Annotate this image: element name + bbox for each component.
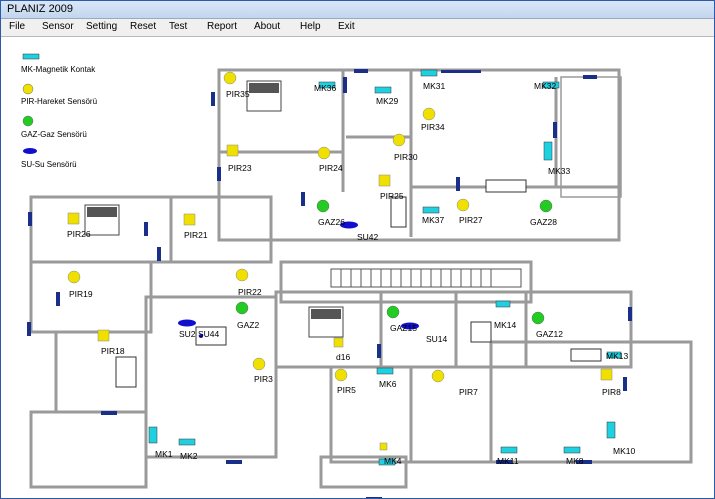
label-gaz15: GAZ15: [390, 323, 417, 333]
menu-sensor[interactable]: Sensor: [42, 21, 74, 32]
furniture: [84, 80, 602, 388]
label-d16: d16: [336, 352, 350, 362]
legend-pir-label: PIR-Hareket Sensörü: [21, 97, 98, 106]
label-gaz12: GAZ12: [536, 329, 563, 339]
legend-gaz-label: GAZ-Gaz Sensörü: [21, 130, 87, 139]
label-su14: SU14: [426, 334, 448, 344]
menu-setting[interactable]: Setting: [86, 21, 118, 32]
legend-su-icon: [23, 148, 37, 154]
gaz-sensor-marks: [235, 199, 553, 325]
label-gaz26: GAZ26: [318, 217, 345, 227]
label-pir19: PIR19: [69, 289, 93, 299]
label-pir26: PIR26: [67, 229, 91, 239]
pir-sensor-marks: [67, 71, 613, 451]
label-pir24: PIR24: [319, 163, 343, 173]
label-pir30: PIR30: [394, 152, 418, 162]
menu-test[interactable]: Test: [169, 21, 188, 32]
floor-plan: MK1 MK2 MK4 MK6 MK8 MK10 MK11 MK13 MK14 …: [22, 53, 693, 498]
label-pir35: PIR35: [226, 89, 250, 99]
label-pir18: PIR18: [101, 346, 125, 356]
label-pir22: PIR22: [238, 287, 262, 297]
su-sensor-marks: [178, 221, 419, 338]
label-mk8: MK8: [566, 456, 584, 466]
title-bar: PLANIZ 2009: [1, 1, 714, 19]
legend-gaz-icon: [22, 115, 34, 127]
menu-file[interactable]: File: [9, 21, 26, 32]
label-mk6: MK6: [379, 379, 397, 389]
label-su2: SU2: [179, 329, 196, 339]
label-pir23: PIR23: [228, 163, 252, 173]
label-pir27: PIR27: [459, 215, 483, 225]
mk-sensor-marks: [148, 69, 622, 466]
label-mk29: MK29: [376, 96, 398, 106]
legend-su-label: SU-Su Sensörü: [21, 160, 77, 169]
window-title: PLANIZ 2009: [7, 3, 74, 15]
menu-exit[interactable]: Exit: [338, 21, 355, 32]
label-mk10: MK10: [613, 446, 635, 456]
label-pir5: PIR5: [337, 385, 356, 395]
label-mk36: MK36: [314, 83, 336, 93]
label-su44: SU44: [198, 329, 220, 339]
label-pir8: PIR8: [602, 387, 621, 397]
label-mk1: MK1: [155, 449, 173, 459]
label-gaz2: GAZ2: [237, 320, 259, 330]
window-marks: [27, 69, 632, 498]
floor-plan-canvas: MK1 MK2 MK4 MK6 MK8 MK10 MK11 MK13 MK14 …: [1, 37, 714, 498]
label-mk31: MK31: [423, 81, 445, 91]
label-mk33: MK33: [548, 166, 570, 176]
menu-report[interactable]: Report: [207, 21, 238, 32]
label-mk13: MK13: [606, 351, 628, 361]
label-mk2: MK2: [180, 451, 198, 461]
label-mk11: MK11: [497, 456, 519, 466]
label-pir21: PIR21: [184, 230, 208, 240]
label-gaz28: GAZ28: [530, 217, 557, 227]
staircase: [330, 268, 522, 288]
legend-pir-icon: [22, 83, 34, 95]
label-pir3: PIR3: [254, 374, 273, 384]
label-pir25: PIR25: [380, 191, 404, 201]
menu-reset[interactable]: Reset: [130, 21, 157, 32]
menu-help[interactable]: Help: [300, 21, 321, 32]
label-pir7: PIR7: [459, 387, 478, 397]
label-pir34: PIR34: [421, 122, 445, 132]
menu-about[interactable]: About: [254, 21, 281, 32]
label-mk14: MK14: [494, 320, 516, 330]
label-mk37: MK37: [422, 215, 444, 225]
legend-mk-label: MK-Magnetik Kontak: [21, 65, 96, 74]
label-mk4: MK4: [384, 456, 402, 466]
legend-mk-icon: [22, 53, 40, 60]
menu-bar: File Sensor Setting Reset Test Report Ab…: [1, 19, 714, 37]
sensor-labels: MK1 MK2 MK4 MK6 MK8 MK10 MK11 MK13 MK14 …: [67, 81, 635, 466]
label-mk32: MK32: [534, 81, 556, 91]
label-su42: SU42: [357, 232, 379, 242]
